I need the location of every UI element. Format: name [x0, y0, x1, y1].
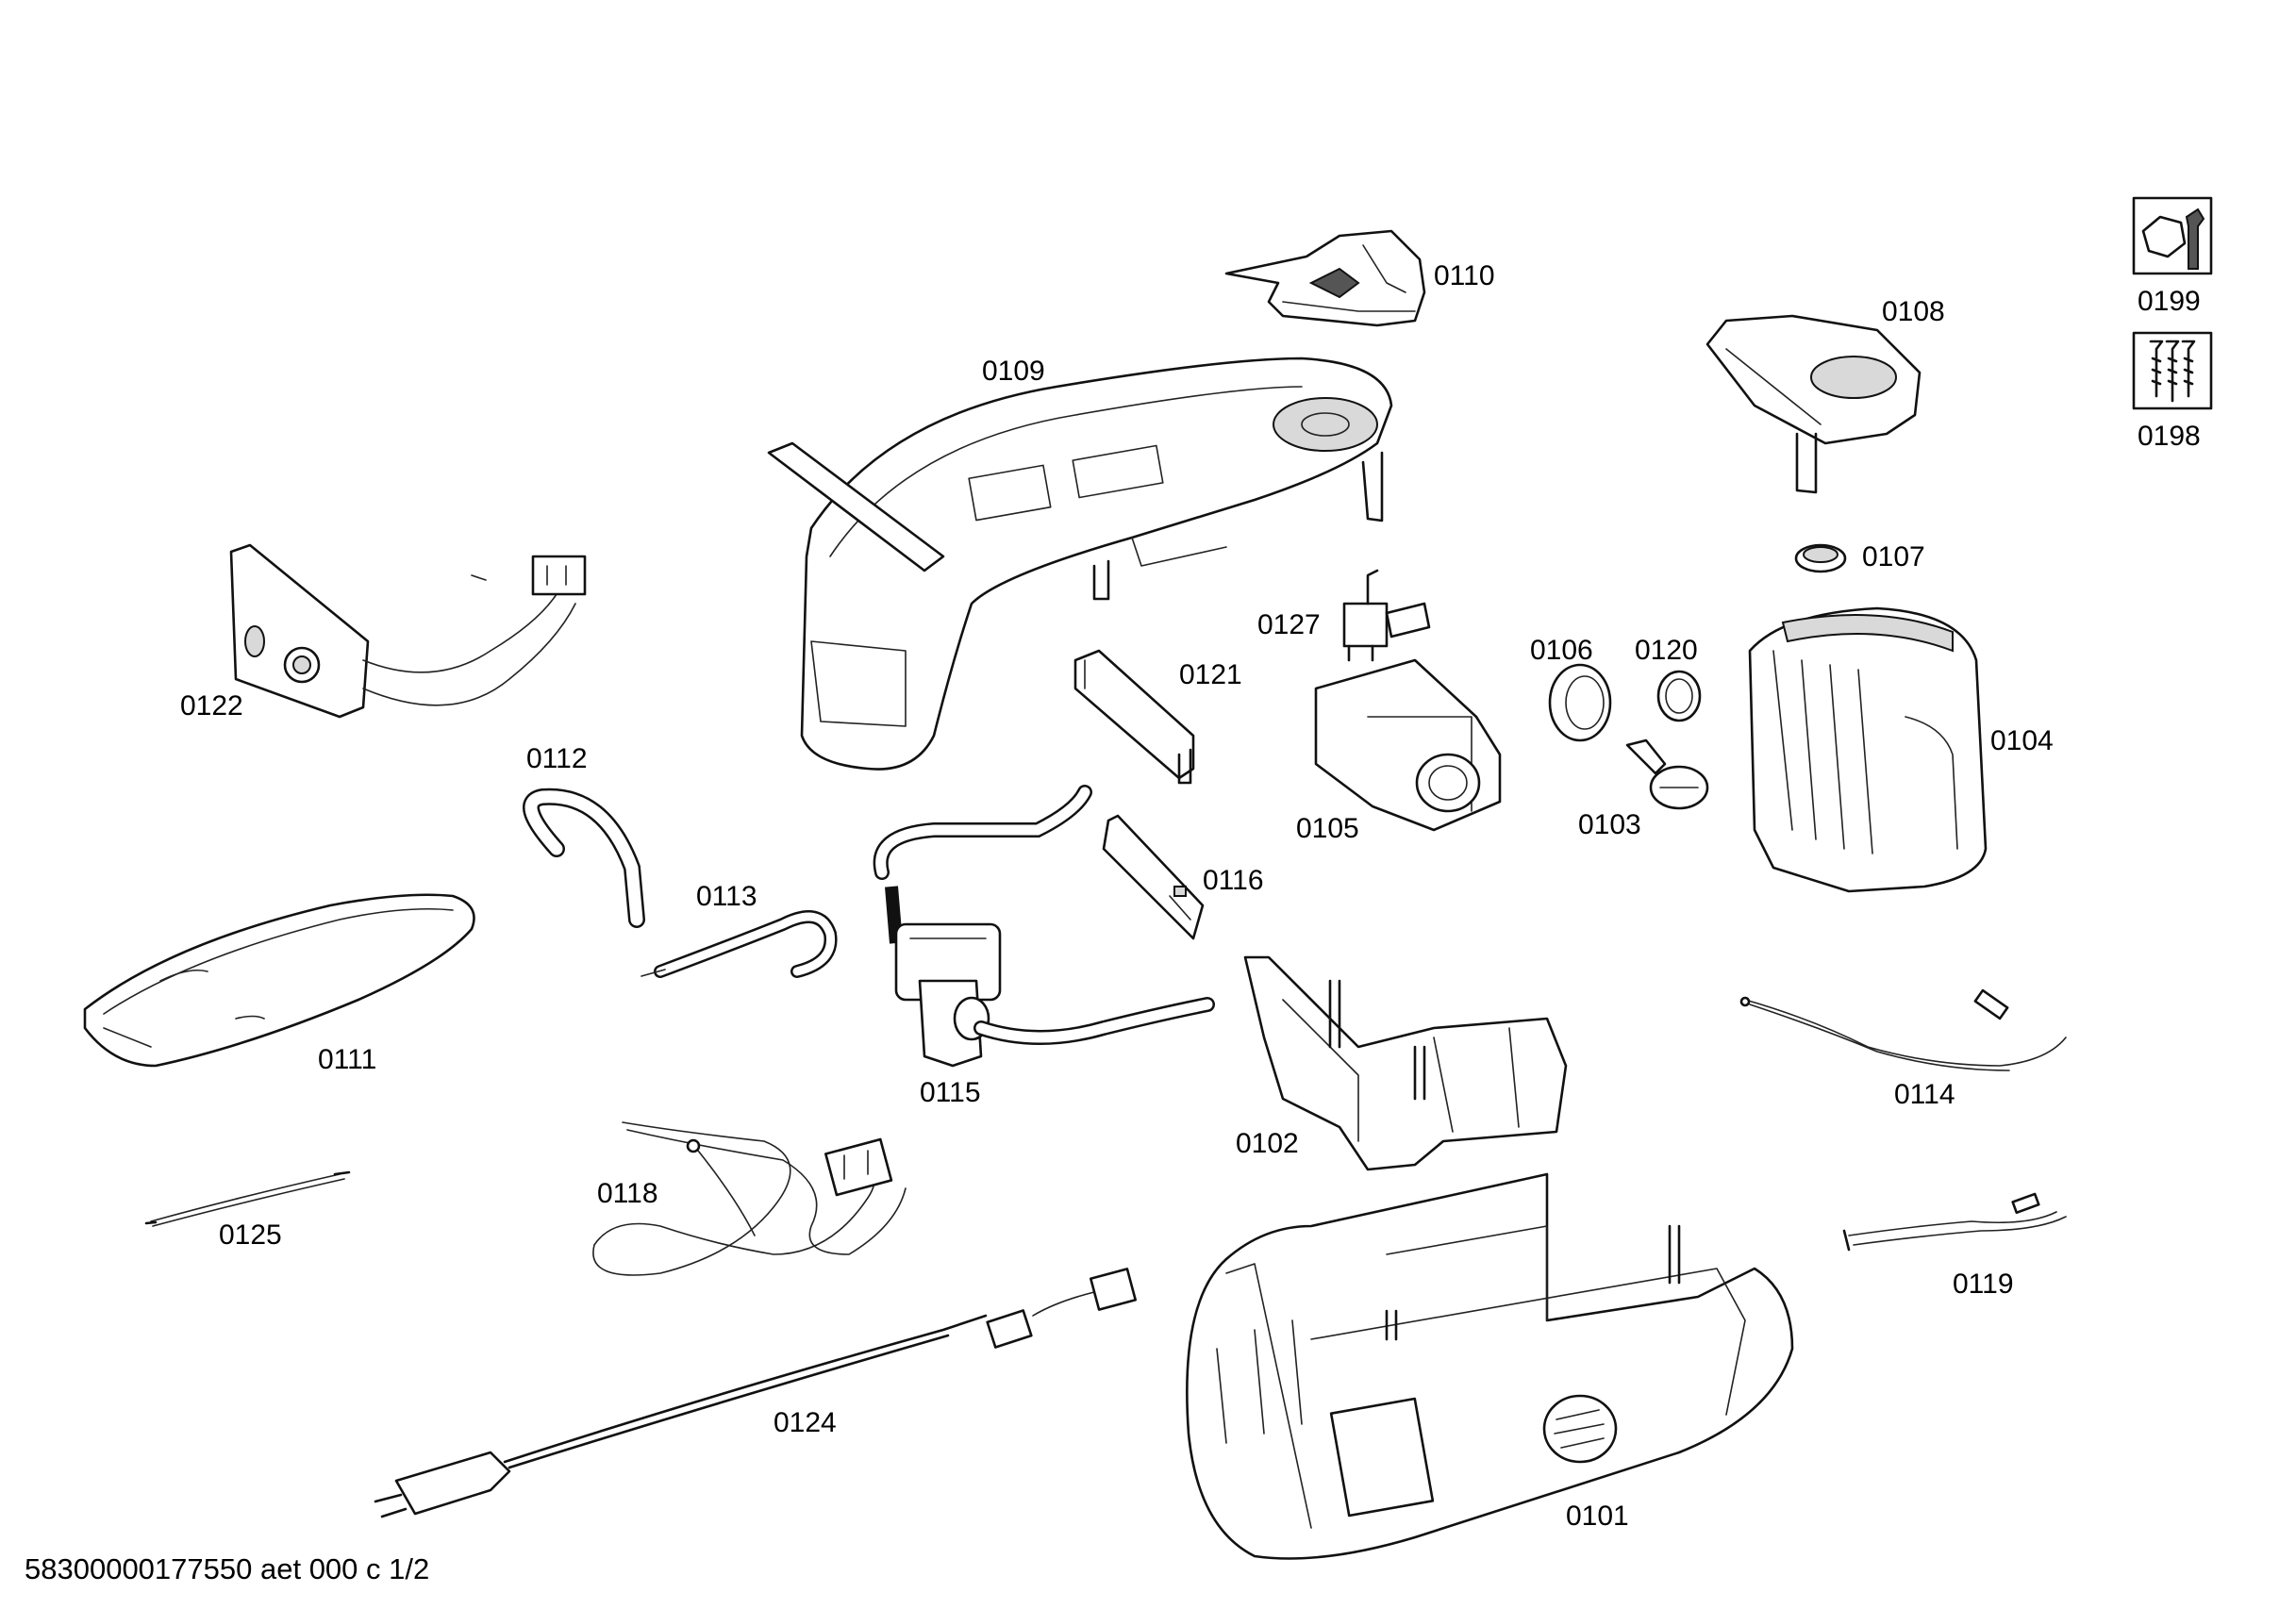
label-0110: 0110	[1434, 260, 1495, 291]
screws-icon	[2149, 340, 2196, 403]
label-0116: 0116	[1203, 865, 1264, 896]
label-0104: 0104	[1990, 725, 2054, 756]
part-0111-soleplate	[83, 893, 475, 1068]
label-0102: 0102	[1236, 1128, 1299, 1159]
part-0102-inner-frame	[1243, 955, 1568, 1171]
part-0104-water-tank	[1748, 606, 1988, 893]
part-0110-top-cover	[1224, 229, 1426, 327]
label-0198[interactable]: 0198	[2138, 421, 2201, 452]
label-0122: 0122	[180, 690, 243, 722]
part-0124-power-cord	[374, 1268, 1138, 1518]
label-0109: 0109	[982, 356, 1045, 387]
kit-0198[interactable]	[2132, 331, 2213, 410]
part-0103-valve	[1625, 738, 1709, 810]
label-0101: 0101	[1566, 1501, 1629, 1532]
part-0118-wiring-harness	[592, 1121, 907, 1276]
label-0113: 0113	[696, 881, 757, 912]
label-0127: 0127	[1257, 609, 1321, 640]
part-0122-control-panel	[229, 543, 587, 719]
part-0125-wire	[144, 1170, 351, 1227]
part-0108-tank-lid	[1705, 314, 1922, 494]
kit-0199[interactable]	[2132, 196, 2213, 275]
label-0120: 0120	[1635, 635, 1698, 666]
label-0108: 0108	[1882, 296, 1945, 327]
part-0114-sensor-wire	[1739, 988, 2067, 1071]
diagram-reference-number: 58300000177550 aet 000 c 1/2	[25, 1552, 430, 1585]
label-0114: 0114	[1894, 1079, 1955, 1110]
part-0112-hose	[523, 788, 645, 928]
nut-wrench-icon	[2141, 207, 2205, 270]
part-labels: 0110 0109 0108 0107 0127 0106 0120 0121 …	[180, 260, 2201, 1532]
label-0106: 0106	[1530, 635, 1593, 666]
label-0111: 0111	[318, 1044, 376, 1075]
label-0199[interactable]: 0199	[2138, 286, 2201, 317]
part-0120-seal	[1656, 670, 1702, 722]
label-0118: 0118	[597, 1178, 658, 1209]
label-0121: 0121	[1179, 659, 1242, 690]
label-0107: 0107	[1862, 541, 1925, 572]
part-0115-boiler	[873, 785, 1215, 1068]
part-0109-upper-housing	[767, 357, 1393, 771]
label-0105: 0105	[1296, 813, 1359, 844]
part-0127-switch	[1342, 569, 1431, 662]
label-0115: 0115	[920, 1077, 981, 1108]
part-0119-wire	[1842, 1192, 2067, 1252]
label-0103: 0103	[1578, 809, 1641, 840]
label-0124: 0124	[774, 1407, 837, 1438]
label-0119: 0119	[1953, 1269, 2014, 1300]
part-0101-base-housing	[1186, 1172, 1794, 1560]
label-0112: 0112	[526, 743, 588, 774]
label-0125: 0125	[219, 1219, 282, 1251]
part-0116-circuit-board	[1102, 814, 1205, 940]
part-0113-hose	[641, 910, 838, 978]
part-0106-ring	[1548, 663, 1612, 742]
part-0105-pump	[1314, 658, 1502, 832]
part-0121-bracket	[1073, 649, 1195, 785]
part-0107-cap	[1794, 543, 1847, 573]
